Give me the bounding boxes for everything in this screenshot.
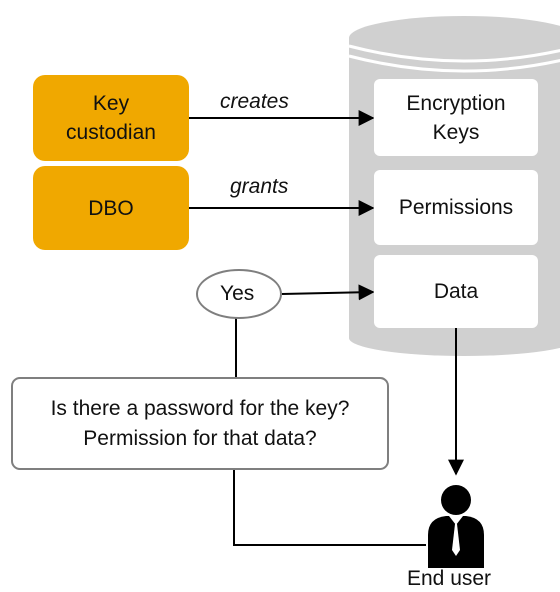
yes-arrow <box>281 284 375 301</box>
encryption-keys-box: Encryption Keys <box>374 79 538 156</box>
permissions-box: Permissions <box>374 170 538 245</box>
data-box: Data <box>374 255 538 328</box>
grants-label: grants <box>230 175 289 198</box>
key-custodian-label: Key custodian <box>66 92 156 144</box>
key-custodian-box: Key custodian <box>33 75 189 161</box>
encryption-keys-label: Encryption Keys <box>406 91 506 144</box>
end-user-label: End user <box>407 567 492 590</box>
question-text: Is there a password for the key? Permiss… <box>50 396 350 450</box>
question-box: Is there a password for the key? Permiss… <box>11 377 389 470</box>
user-to-question-connector <box>233 470 426 546</box>
dbo-box: DBO <box>33 166 189 250</box>
creates-label: creates <box>220 90 289 113</box>
permissions-label: Permissions <box>398 196 514 219</box>
person-icon <box>428 485 484 568</box>
yes-ellipse <box>196 269 282 319</box>
data-label: Data <box>433 280 479 303</box>
dbo-label: DBO <box>88 196 134 220</box>
yes-label: Yes <box>220 282 255 305</box>
